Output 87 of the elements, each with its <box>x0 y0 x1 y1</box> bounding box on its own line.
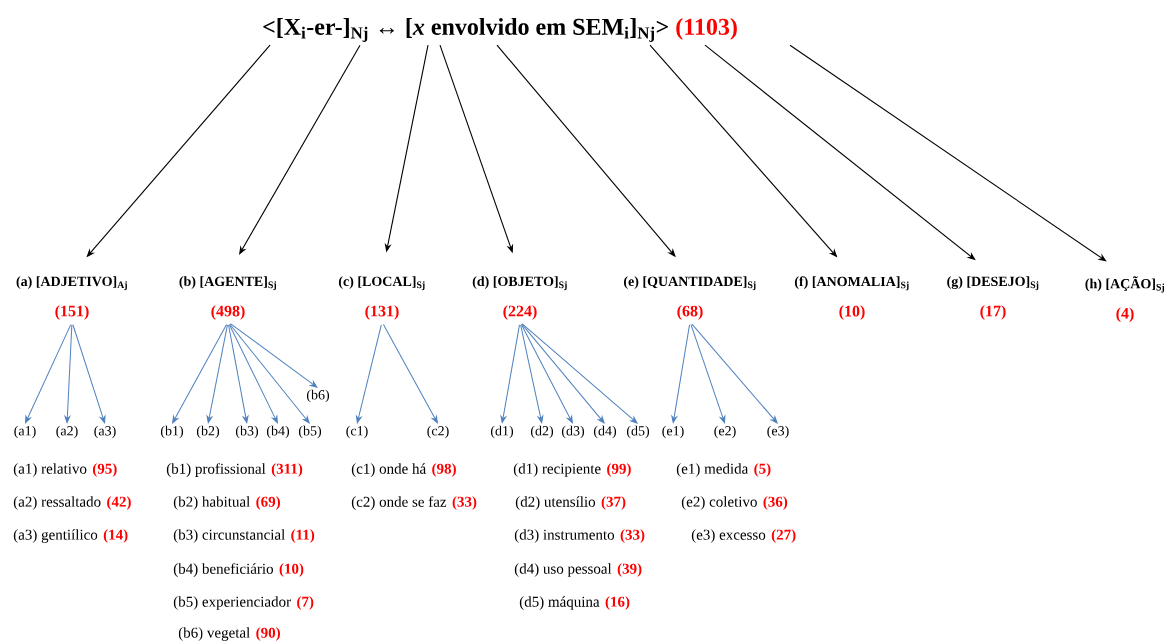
subcategory-label: (c2) <box>427 425 449 439</box>
arrow <box>206 324 228 424</box>
subcategory-label: (b3) <box>235 425 259 439</box>
arrow <box>520 324 573 424</box>
subcategory-description: (b3) circunstancial <box>173 529 285 543</box>
category-label: (g) [DESEJO]$_{Sj}$ (17) <box>947 276 1039 320</box>
count-value: (7) <box>297 596 314 610</box>
count-value: (16) <box>605 596 630 610</box>
arrow <box>72 324 106 424</box>
category-label: (f) [ANOMALIA]$_{Sj}$ (10) <box>794 276 909 320</box>
category-label: (e) [QUANTIDADE]$_{Sj}$ (68) <box>624 276 756 320</box>
schema-heading: <[X$_{i}$-er-]$_{Nj}$ ↔ [x envolvido em SEM$_{i}$]$_{Nj}$> (1103) <box>263 18 737 42</box>
count-value: (33) <box>620 529 645 543</box>
count-value: (90) <box>256 627 280 641</box>
count-value: (69) <box>256 496 280 510</box>
subcategory-description: (a3) gentiílico <box>13 529 98 543</box>
arrow <box>671 324 690 424</box>
count-value: (42) <box>107 496 131 510</box>
subcategory-label: (d2) <box>530 425 554 439</box>
count-value: (14) <box>103 529 128 543</box>
category-label: (h) [AÇÃO]$_{Sj}$ (4) <box>1085 276 1165 322</box>
count-value: (10) <box>279 563 304 577</box>
subcategory-label: (b2) <box>196 425 220 439</box>
subcategory-description: (d4) uso pessoal <box>514 563 612 577</box>
subcategory-description: (d1) recipiente <box>513 463 601 477</box>
arrow <box>239 44 361 255</box>
arrow <box>228 324 249 424</box>
subcategory-description: (c1) onde há <box>351 463 426 477</box>
subcategory-label: (e2) <box>714 425 736 439</box>
subcategory-description: (d3) instrumento <box>514 529 615 543</box>
subcategory-label: (b1) <box>160 425 184 439</box>
count-value: (39) <box>617 563 642 577</box>
arrow <box>382 324 438 424</box>
subcategory-description: (e1) medida <box>676 463 749 477</box>
category-label: (d) [OBJETO]$_{Sj}$ (224) <box>472 276 567 320</box>
count-value: (311) <box>271 463 303 477</box>
subcategory-description: (b5) experienciador <box>173 596 291 610</box>
count-value: (27) <box>771 529 796 543</box>
subcategory-label: (b5) <box>298 425 322 439</box>
subcategory-label: (d1) <box>490 425 514 439</box>
count-value: (33) <box>452 496 477 510</box>
subcategory-label: (c1) <box>346 425 368 439</box>
subcategory-description: (b1) profissional <box>166 463 266 477</box>
arrow <box>691 323 778 424</box>
count-value: (36) <box>763 496 788 510</box>
subcategory-label: (e1) <box>662 425 684 439</box>
subcategory-label: (b6) <box>306 389 330 403</box>
subcategory-label: (d3) <box>561 425 585 439</box>
count-value: (99) <box>607 463 631 477</box>
subcategory-label: (a2) <box>56 425 78 439</box>
arrow <box>690 324 726 424</box>
subcategory-description: (a2) ressaltado <box>13 496 101 510</box>
subcategory-description: (d2) utensílio <box>515 496 596 510</box>
arrow <box>789 44 1107 262</box>
subcategory-label: (b4) <box>266 425 290 439</box>
subcategory-description: (c2) onde se faz <box>351 496 447 510</box>
subcategory-label: (e3) <box>767 425 789 439</box>
count-value: (5) <box>754 463 771 477</box>
count-value: (98) <box>432 463 456 477</box>
arrow <box>228 324 278 424</box>
arrow <box>500 324 520 424</box>
arrow <box>521 323 638 424</box>
subcategory-description: (e2) coletivo <box>681 496 757 510</box>
arrow <box>229 323 310 424</box>
subcategory-description: (a1) relativo <box>13 463 87 477</box>
subcategory-description: (b4) beneficiário <box>173 563 273 577</box>
count-value: (95) <box>92 463 117 477</box>
arrow <box>64 324 73 424</box>
arrow <box>521 323 605 424</box>
subcategory-description: (e3) excesso <box>691 529 766 543</box>
arrow <box>172 324 228 424</box>
count-value: (37) <box>601 496 626 510</box>
arrow <box>25 324 72 424</box>
subcategory-description: (b6) vegetal <box>178 627 250 641</box>
subcategory-label: (a1) <box>14 425 36 439</box>
arrow <box>355 324 382 424</box>
subcategory-label: (d5) <box>626 425 650 439</box>
subcategory-label: (a3) <box>94 425 116 439</box>
subcategory-description: (b2) habitual <box>173 496 250 510</box>
arrow <box>520 324 544 424</box>
subcategory-label: (d4) <box>593 425 617 439</box>
subcategory-description: (d5) máquina <box>519 596 600 610</box>
category-label: (a) [ADJETIVO]$_{Aj}$ (151) <box>16 276 127 320</box>
category-label: (b) [AGENTE]$_{Sj}$ (498) <box>179 276 277 320</box>
count-value: (11) <box>291 529 315 543</box>
category-label: (c) [LOCAL]$_{Sj}$ (131) <box>338 276 425 320</box>
arrow <box>229 323 318 388</box>
